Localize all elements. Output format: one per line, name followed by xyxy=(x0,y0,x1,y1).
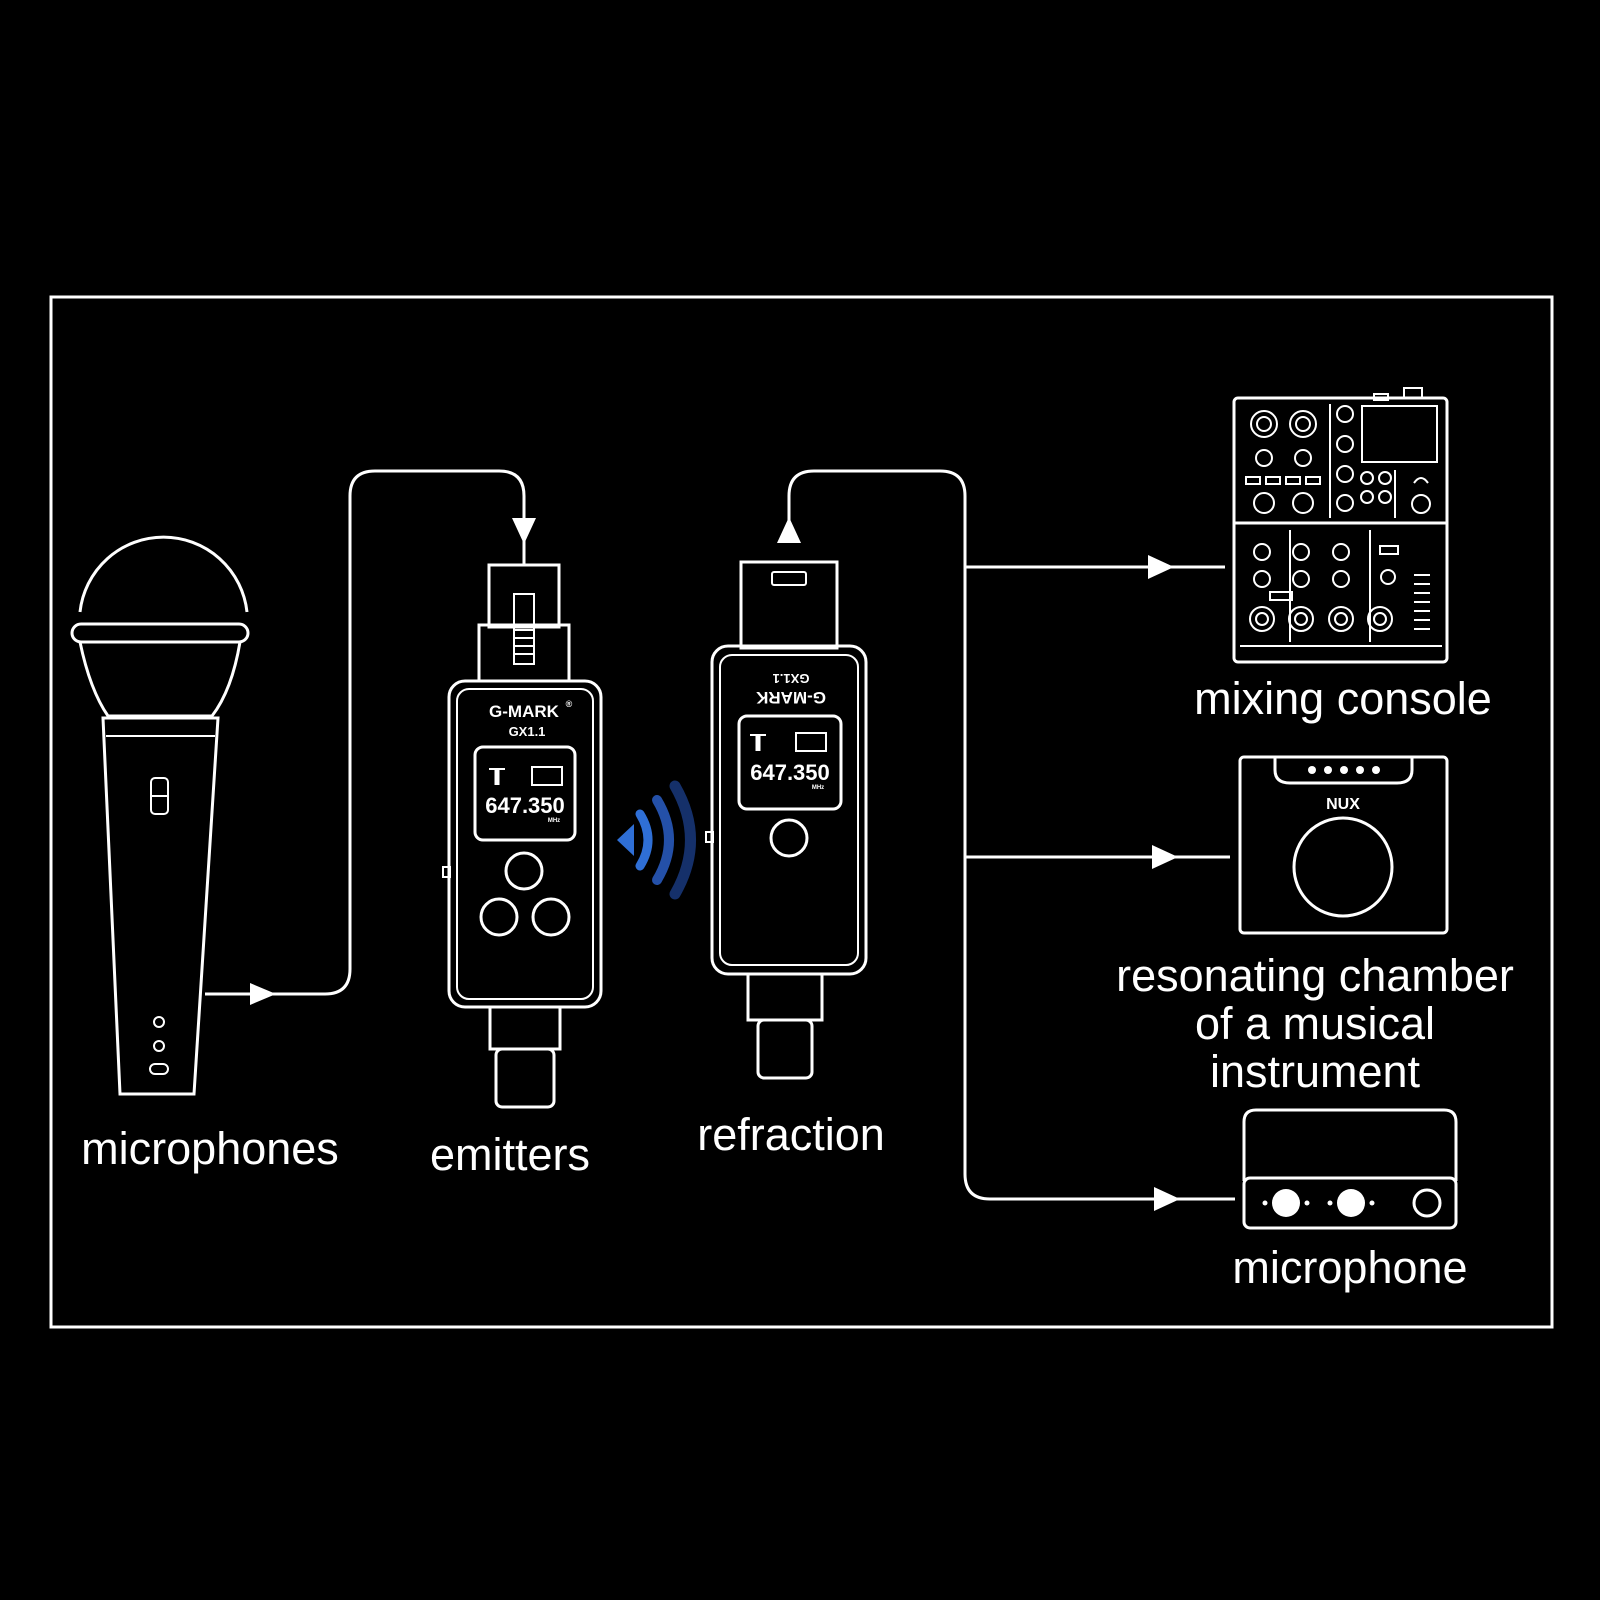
emitter-model: GX1.1 xyxy=(509,724,546,739)
connection-mic-to-emitter xyxy=(205,469,536,1005)
wireless-signal-icon xyxy=(617,780,696,900)
diagram-frame xyxy=(49,295,1554,1329)
handheld-microphone-icon xyxy=(70,535,250,1096)
label-microphone: microphone xyxy=(1232,1242,1467,1293)
label-resonating-line2: of a musical xyxy=(1195,998,1435,1049)
audio-interface-icon xyxy=(1242,1108,1458,1230)
receiver-model: GX1.1 xyxy=(773,671,810,686)
instrument-amplifier-icon xyxy=(1238,755,1449,935)
label-resonating-line1: resonating chamber xyxy=(1116,950,1514,1001)
label-emitters: emitters xyxy=(430,1129,590,1180)
emitter-transmitter-icon xyxy=(442,563,603,1109)
connection-receiver-to-outputs xyxy=(777,469,1235,1211)
receiver-icon xyxy=(705,560,868,1080)
emitter-frequency: 647.350 xyxy=(485,793,565,818)
label-refraction: refraction xyxy=(697,1109,885,1160)
receiver-brand: G-MARK xyxy=(755,688,826,707)
emitter-brand: G-MARK xyxy=(489,702,560,721)
receiver-frequency: 647.350 xyxy=(750,760,830,785)
label-microphones: microphones xyxy=(81,1123,339,1174)
amp-brand: NUX xyxy=(1326,796,1360,813)
mixing-console-icon xyxy=(1232,387,1449,664)
label-resonating-line3: instrument xyxy=(1210,1046,1421,1097)
emitter-frequency-unit: MHz xyxy=(548,818,560,824)
receiver-frequency-unit: MHz xyxy=(812,785,824,791)
emitter-brand-mark: ® xyxy=(566,699,573,709)
label-mixing-console: mixing console xyxy=(1194,673,1492,724)
